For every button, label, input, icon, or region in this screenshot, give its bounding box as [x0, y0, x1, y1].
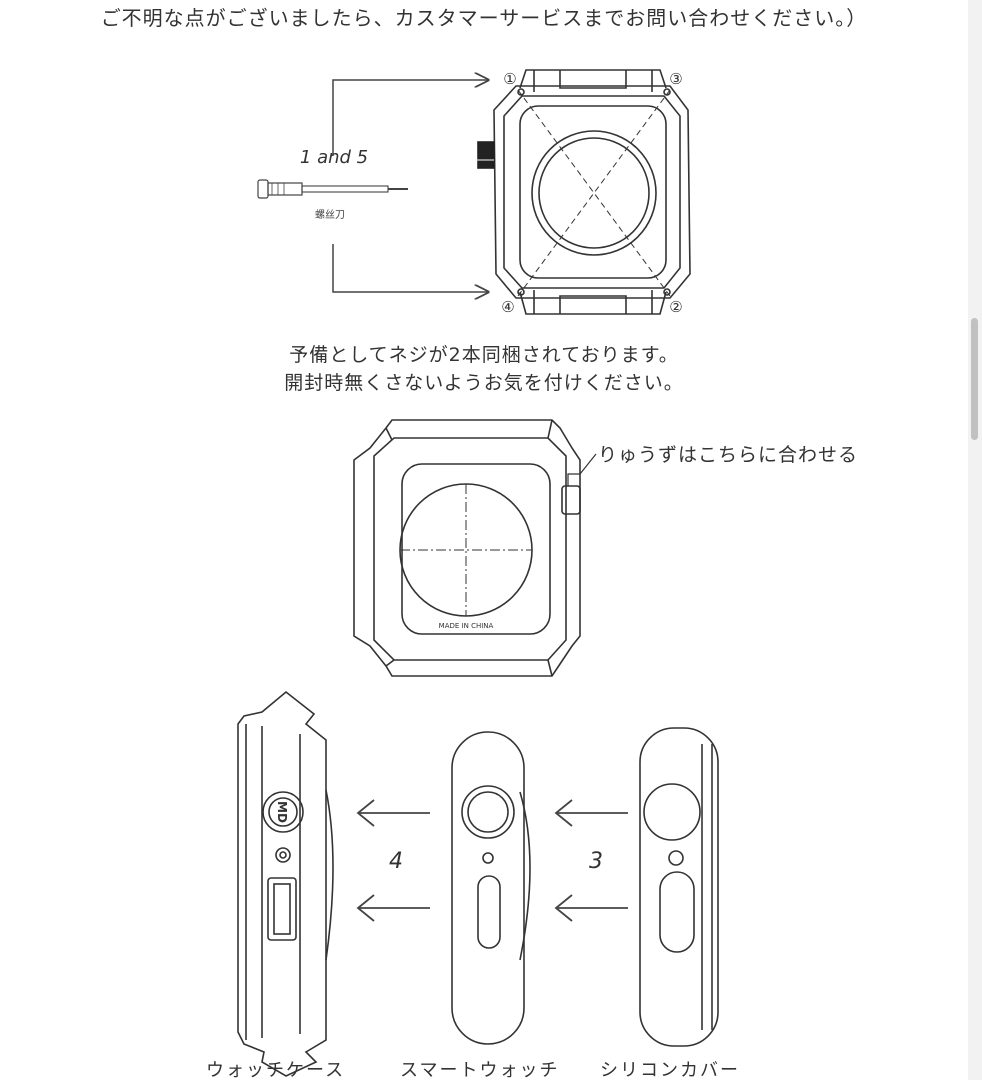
watch-case-front [476, 69, 691, 315]
side-view-smartwatch [451, 731, 531, 1045]
arrows-step-4 [356, 799, 430, 922]
arrow-left-icon [356, 894, 375, 922]
label-watch-case: ウォッチケース [206, 1060, 346, 1081]
corner-number-2: ② [669, 298, 682, 316]
step-label-3: 3 [589, 849, 603, 874]
watch-back-view [353, 419, 597, 677]
label-smartwatch: スマートウォッチ [400, 1060, 560, 1081]
tool-label: 螺丝刀 [315, 209, 345, 221]
arrow-left-icon [356, 799, 375, 827]
bracket-arrow-bottom [332, 244, 488, 292]
spare-screw-note-line-2: 開封時無くさないようお気を付けください。 [284, 372, 684, 394]
crown-alignment-note: りゅうずはこちらに合わせる [598, 444, 859, 466]
arrow-left-icon [554, 799, 573, 827]
made-in-label: MADE IN CHINA [439, 622, 494, 630]
crown-logo: MD [275, 801, 289, 823]
side-view-watch-case [237, 690, 334, 1077]
step-label-4: 4 [389, 849, 403, 874]
arrows-step-3 [554, 799, 628, 922]
label-silicone-cover: シリコンカバー [600, 1060, 740, 1081]
scrollbar-thumb[interactable] [971, 318, 978, 440]
arrow-left-icon [554, 894, 573, 922]
spare-screw-note-line-1: 予備としてネジが2本同梱されております。 [289, 344, 679, 366]
side-view-silicone-cover [639, 727, 719, 1047]
corner-number-1: ① [503, 70, 516, 88]
step-label-1-and-5: 1 and 5 [300, 147, 368, 168]
screwdriver-icon [257, 179, 408, 199]
corner-number-4: ④ [501, 298, 514, 316]
scrollbar[interactable] [968, 0, 982, 1080]
corner-number-3: ③ [669, 70, 682, 88]
screw-diagram: 1 and 5 螺丝刀 [257, 69, 691, 316]
top-note: ご不明な点がございましたら、カスタマーサービスまでお問い合わせください。） [100, 6, 868, 30]
bracket-arrow-top [332, 80, 488, 156]
